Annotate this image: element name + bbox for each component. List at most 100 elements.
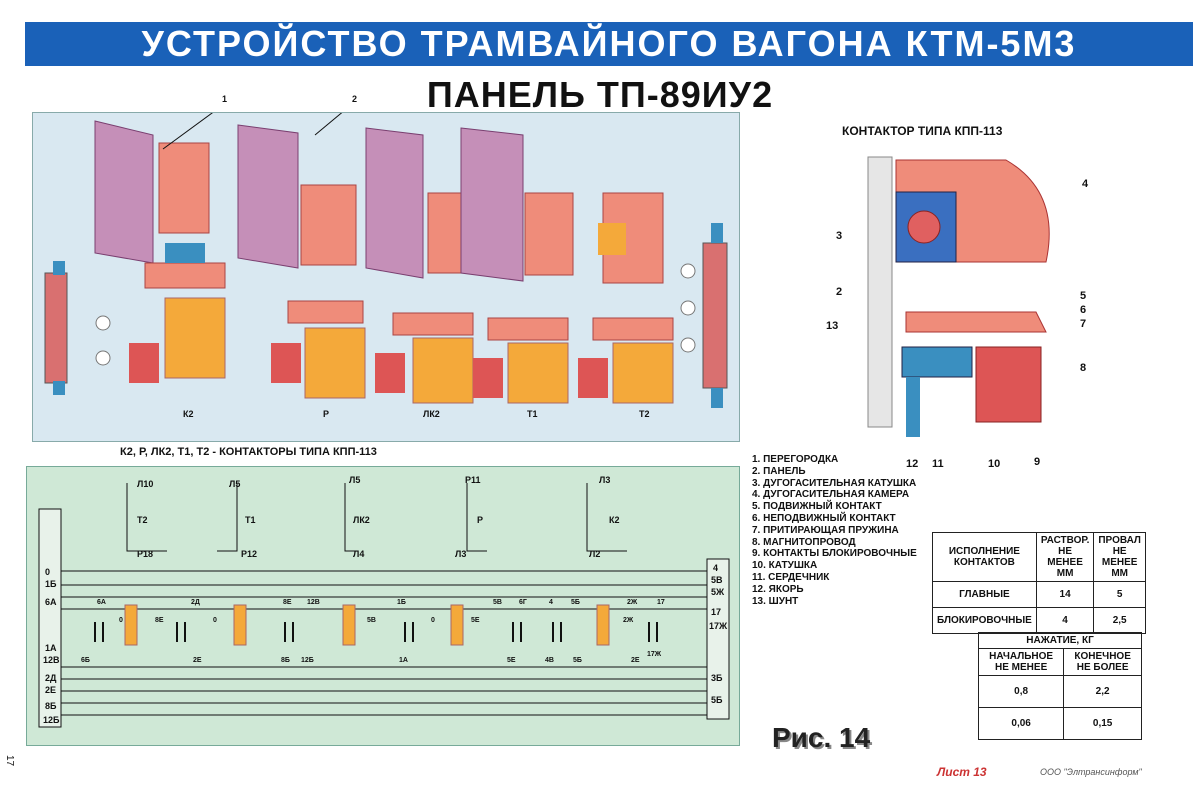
contactor-k2 [94, 120, 226, 383]
contact-bottom-label: Р18 [137, 549, 154, 559]
panel-illustration: К2 Р ЛК2 Т1 Т2 [32, 104, 740, 442]
contact-bottom-label: Р12 [241, 549, 258, 559]
table-cell: ГЛАВНЫЕ [932, 581, 1037, 608]
contactor-drawing [867, 156, 1050, 437]
page-number: 17 [4, 754, 16, 767]
top-contact-lines [126, 483, 627, 552]
table-cell: 0,15 [1063, 707, 1142, 740]
contactor-callout-9: 9 [1034, 456, 1041, 468]
wire-label: 6А [97, 599, 106, 606]
contact-name-label: К2 [609, 515, 620, 525]
wire-label: 0 [213, 617, 217, 624]
terminal-label: 5Б [711, 695, 723, 705]
wire-label: 2Е [193, 657, 202, 664]
table-cell: 0,8 [977, 675, 1065, 708]
legend-item: 11. СЕРДЕЧНИК [752, 571, 830, 583]
wire-label: 5В [493, 599, 502, 606]
panel-callout-1: 1 [222, 94, 228, 104]
terminal-label: 2Д [45, 673, 57, 683]
contactor-label-lk2: ЛК2 [423, 409, 440, 419]
table-cell: 0,06 [977, 707, 1065, 740]
terminal-label: 1А [45, 643, 57, 653]
wire-label: 2Ж [623, 617, 634, 624]
legend-item: 3. ДУГОГАСИТЕЛЬНАЯ КАТУШКА [752, 477, 917, 489]
table-header: ПРОВАЛ НЕ МЕНЕЕ ММ [1093, 532, 1146, 582]
figure-label: Рис. 14 [772, 722, 871, 753]
wire-label: 8Е [155, 617, 164, 624]
panel-title: ПАНЕЛЬ ТП-89ИУ2 [426, 74, 774, 115]
legend-item: 10. КАТУШКА [752, 560, 818, 572]
contact-top-label: Л10 [137, 479, 154, 489]
contactor-callout-6: 6 [1080, 304, 1087, 316]
table-header: КОНЕЧНОЕ НЕ БОЛЕЕ [1063, 648, 1142, 676]
legend-item: 6. НЕПОДВИЖНЫЙ КОНТАКТ [752, 512, 896, 524]
terminal-label: 12Б [43, 715, 60, 725]
legend-item: 12. ЯКОРЬ [752, 583, 804, 595]
wire-label: 2Д [191, 599, 200, 606]
contactor-callout-8: 8 [1080, 362, 1087, 374]
contact-name-label: Т1 [245, 515, 256, 525]
terminal-label: 4 [713, 563, 719, 573]
publisher-label: ООО "Элтрансинформ" [1040, 767, 1142, 777]
wire-label: 12Б [301, 657, 314, 664]
terminal-label: 2Е [45, 685, 57, 695]
wire-label: 17 [657, 599, 665, 606]
contactor-t1 [460, 127, 574, 404]
terminal-label: 6А [45, 597, 57, 607]
wiring-schematic: Л10 Т2 Р18 Л5 Т1 Р12 Л5 ЛК2 Л4 Р11 Р Л3 … [26, 466, 740, 746]
terminal-label: 0 [45, 567, 51, 577]
contactor-p [237, 124, 366, 399]
contactor-label-t1: Т1 [527, 409, 538, 419]
legend-item: 9. КОНТАКТЫ БЛОКИРОВОЧНЫЕ [752, 548, 917, 560]
contactor-callout-12: 12 [906, 458, 919, 470]
poster-title: УСТРОЙСТВО ТРАМВАЙНОГО ВАГОНА КТМ-5М3 [25, 22, 1193, 66]
coil-symbols [124, 604, 610, 646]
terminal-label: 17Ж [709, 621, 728, 631]
wire-label: 5Б [573, 657, 582, 664]
wire-label: 1Б [397, 599, 406, 606]
table-cell: 2,2 [1063, 675, 1142, 708]
wire-label: 2Е [631, 657, 640, 664]
contact-top-label: Л5 [349, 475, 361, 485]
contactor-t2 [578, 192, 674, 404]
schematic-lines [38, 483, 730, 728]
table-cell: БЛОКИРОВОЧНЫЕ [932, 607, 1037, 634]
contactor-label-t2: Т2 [639, 409, 650, 419]
legend-item: 7. ПРИТИРАЮЩАЯ ПРУЖИНА [752, 524, 899, 536]
wire-label: 4В [545, 657, 554, 664]
parts-legend: 1. ПЕРЕГОРОДКА 2. ПАНЕЛЬ 3. ДУГОГАСИТЕЛЬ… [752, 454, 917, 607]
pressure-table: НАЖАТИЕ, КГ НАЧАЛЬНОЕ НЕ МЕНЕЕ КОНЕЧНОЕ … [977, 632, 1142, 740]
legend-item: 4. ДУГОГАСИТЕЛЬНАЯ КАМЕРА [752, 489, 910, 501]
terminal-label: 17 [711, 607, 722, 617]
contactor-label-p: Р [323, 409, 330, 419]
terminal-label: 5Ж [711, 587, 725, 597]
contact-symbols [94, 622, 658, 642]
table-cell: 5 [1093, 581, 1146, 608]
contact-gap-table: ИСПОЛНЕНИЕ КОНТАКТОВ РАСТВОР. НЕ МЕНЕЕ М… [932, 532, 1146, 634]
table-title: НАЖАТИЕ, КГ [978, 632, 1142, 649]
contactor-callout-13: 13 [826, 320, 839, 332]
table-cell: 4 [1035, 607, 1095, 634]
contact-name-label: ЛК2 [353, 515, 370, 525]
wire-label: 12В [307, 599, 320, 606]
mount-holes [95, 263, 696, 366]
legend-item: 1. ПЕРЕГОРОДКА [752, 454, 839, 465]
contactor-callout-7: 7 [1080, 318, 1087, 330]
right-terminal-block [702, 223, 728, 408]
contactor-callout-2: 2 [836, 286, 843, 298]
wire-label: 8Б [281, 657, 290, 664]
wire-label: 6Б [81, 657, 90, 664]
contactor-callout-10: 10 [988, 458, 1001, 470]
panel-drawing [44, 104, 728, 408]
wire-label: 6Г [519, 599, 527, 606]
wire-label: 5Е [507, 657, 516, 664]
table-header: РАСТВОР. НЕ МЕНЕЕ ММ [1035, 532, 1095, 582]
terminal-label: 8Б [45, 701, 57, 711]
contact-top-label: Л3 [599, 475, 611, 485]
contact-top-label: Р11 [465, 475, 481, 485]
contact-bottom-label: Л3 [455, 549, 467, 559]
legend-item: 8. МАГНИТОПРОВОД [752, 536, 856, 548]
sheet-label: Лист 13 [937, 765, 987, 779]
wire-label: 8Е [283, 599, 292, 606]
contact-name-label: Т2 [137, 515, 148, 525]
